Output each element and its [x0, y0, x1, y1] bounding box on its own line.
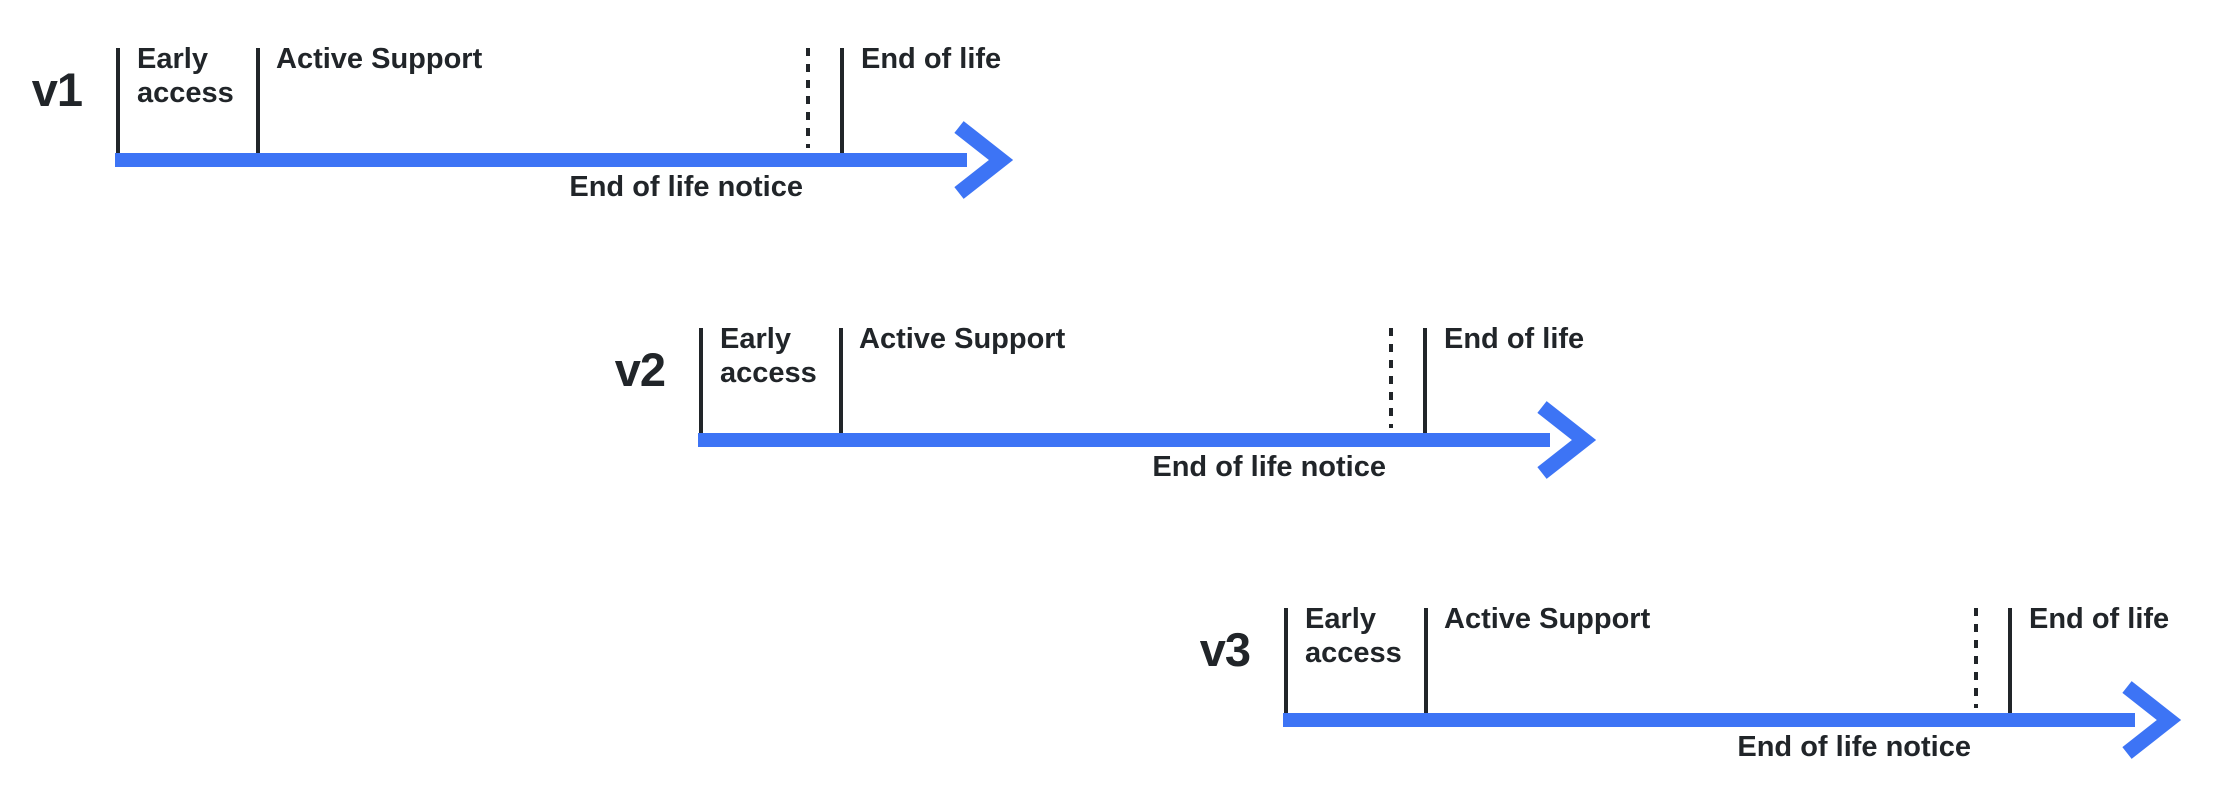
version-label: v1: [31, 63, 83, 116]
tick-active-support-start: [1424, 608, 1428, 713]
timeline-arrow-icon: [1283, 681, 2182, 759]
timeline-arrow-icon: [698, 401, 1597, 479]
tick-early-access-start: [699, 328, 703, 433]
tick-active-support-start: [256, 48, 260, 153]
tick-eol-notice-dashed: [1974, 608, 1978, 708]
timeline-v3: v3 Early access Active Support End of li…: [1200, 603, 2228, 778]
version-label: v3: [1199, 623, 1251, 676]
tick-end-of-life: [1423, 328, 1427, 433]
tick-eol-notice-dashed: [806, 48, 810, 148]
tick-end-of-life: [840, 48, 844, 153]
tick-eol-notice-dashed: [1389, 328, 1393, 428]
tick-early-access-start: [116, 48, 120, 153]
label-end-of-life: End of life: [2029, 603, 2170, 635]
label-early-access: Early access: [137, 43, 234, 109]
version-label: v2: [614, 343, 666, 396]
label-eol-notice: End of life notice: [1152, 451, 1386, 483]
label-active-support: Active Support: [859, 323, 1066, 355]
tick-end-of-life: [2008, 608, 2012, 713]
tick-active-support-start: [839, 328, 843, 433]
tick-early-access-start: [1284, 608, 1288, 713]
label-active-support: Active Support: [276, 43, 483, 75]
label-active-support: Active Support: [1444, 603, 1651, 635]
label-eol-notice: End of life notice: [569, 171, 803, 203]
label-early-access: Early access: [1305, 603, 1402, 669]
timeline-v1: v1 Early access Active Support End of li…: [32, 43, 1227, 218]
timeline-v2: v2 Early access Active Support End of li…: [615, 323, 1810, 498]
label-end-of-life: End of life: [861, 43, 1002, 75]
timeline-arrow-icon: [115, 121, 1014, 199]
label-early-access: Early access: [720, 323, 817, 389]
label-eol-notice: End of life notice: [1737, 731, 1971, 763]
label-end-of-life: End of life: [1444, 323, 1585, 355]
